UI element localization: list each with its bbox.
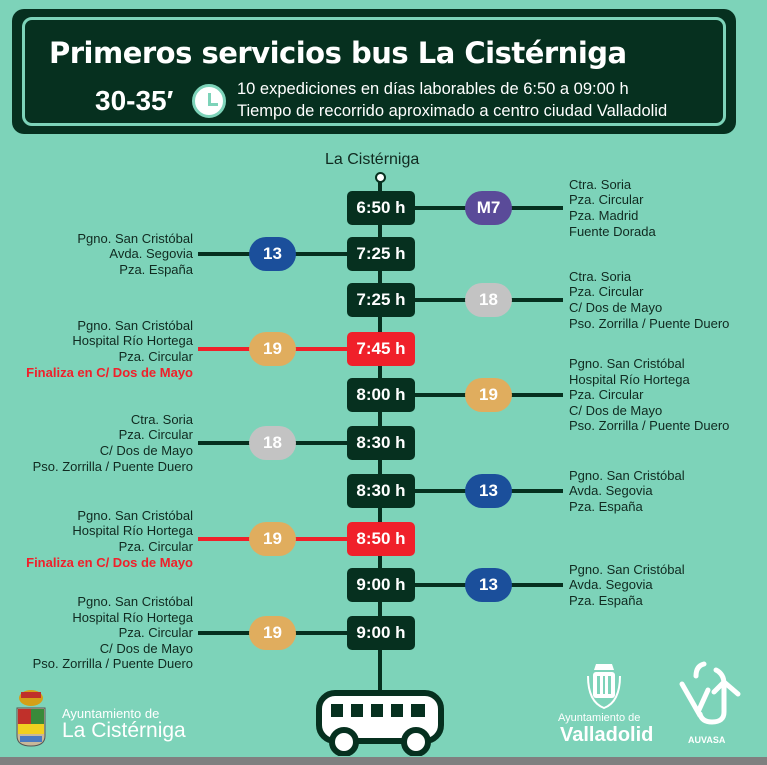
departure-time: 7:25 h — [347, 237, 415, 271]
stop-name: Avda. Segovia — [109, 246, 193, 262]
stop-name: Pso. Zorrilla / Puente Duero — [569, 418, 730, 434]
bus-line-badge: 19 — [249, 522, 296, 556]
stop-name: Pza. Circular — [118, 538, 193, 554]
stop-name: Pza. España — [119, 261, 193, 277]
stop-name: Fuente Dorada — [569, 223, 656, 239]
trip-duration: 30-35′ — [95, 85, 174, 116]
cisterniga-logo-big: La Cistérniga — [62, 719, 186, 742]
departure-time: 7:45 h — [347, 332, 415, 366]
cisterniga-logo-small: Ayuntamiento de — [62, 706, 160, 721]
stop-name: Pso. Zorrilla / Puente Duero — [32, 656, 193, 672]
stop-name: C/ Dos de Mayo — [569, 299, 663, 315]
stop-name: Pza. Circular — [118, 348, 193, 364]
stop-name: Pza. Circular — [569, 192, 644, 208]
route-end-note: Finaliza en C/ Dos de Mayo — [26, 364, 193, 380]
departure-time: 7:25 h — [347, 283, 415, 317]
bus-line-badge: 19 — [465, 378, 512, 412]
bus-icon — [316, 690, 444, 756]
bottom-bar — [0, 757, 767, 765]
origin-dot — [375, 172, 386, 183]
route-end-note: Finaliza en C/ Dos de Mayo — [26, 554, 193, 570]
info-line-2: Tiempo de recorrido aproximado a centro … — [237, 102, 668, 120]
bus-line-badge: 13 — [465, 568, 512, 602]
stop-name: Pza. Circular — [569, 387, 644, 403]
stop-name: Ctra. Soria — [569, 268, 632, 284]
stop-name: Hospital Río Hortega — [72, 333, 193, 349]
departure-time: 9:00 h — [347, 616, 415, 650]
page-title: Primeros servicios bus La Cistérniga — [49, 36, 627, 70]
departure-time: 8:50 h — [347, 522, 415, 556]
stop-name: C/ Dos de Mayo — [569, 402, 663, 418]
stop-name: Pza. España — [569, 592, 643, 608]
stop-name: Pza. Circular — [569, 284, 644, 300]
stop-name: Pza. Madrid — [569, 207, 639, 223]
info-line-1: 10 expediciones en días laborables de 6:… — [237, 80, 629, 98]
stop-name: C/ Dos de Mayo — [99, 442, 193, 458]
stop-name: Pza. Circular — [118, 427, 193, 443]
departure-time: 8:30 h — [347, 474, 415, 508]
departure-time: 6:50 h — [347, 191, 415, 225]
stop-name: Ctra. Soria — [569, 176, 632, 192]
stop-name: Avda. Segovia — [569, 483, 653, 499]
stop-name: Hospital Río Hortega — [72, 523, 193, 539]
valladolid-logo-small: Ayuntamiento de — [558, 712, 641, 724]
la-cisterniga-coat-of-arms — [16, 690, 46, 747]
valladolid-logo-big: Valladolid — [560, 724, 654, 746]
bus-line-badge: M7 — [465, 191, 512, 225]
header-banner: Primeros servicios bus La Cistérniga 30-… — [12, 9, 736, 134]
stop-name: Pso. Zorrilla / Puente Duero — [569, 315, 730, 331]
departure-time: 8:00 h — [347, 378, 415, 412]
stop-name: Pgno. San Cristóbal — [77, 230, 193, 246]
stop-name: Pso. Zorrilla / Puente Duero — [32, 458, 193, 474]
bus-line-badge: 19 — [249, 616, 296, 650]
stop-name: Pgno. San Cristóbal — [77, 507, 193, 523]
stop-name: Pgno. San Cristóbal — [569, 356, 685, 371]
auvasa-logo-icon — [679, 661, 741, 725]
stop-name: Hospital Río Hortega — [72, 609, 193, 625]
stop-name: Pgno. San Cristóbal — [77, 317, 193, 333]
valladolid-coat-of-arms — [587, 664, 621, 710]
departure-time: 9:00 h — [347, 568, 415, 602]
bus-line-badge: 13 — [249, 237, 296, 271]
stop-name: Pza. Circular — [118, 625, 193, 641]
header-border: Primeros servicios bus La Cistérniga 30-… — [22, 17, 726, 126]
clock-icon — [192, 84, 226, 118]
stop-name: Pgno. San Cristóbal — [569, 561, 685, 577]
stop-name: Avda. Segovia — [569, 577, 653, 593]
departure-time: 8:30 h — [347, 426, 415, 460]
stop-name: Ctra. Soria — [130, 411, 193, 427]
bus-line-badge: 13 — [465, 474, 512, 508]
stop-name: Hospital Río Hortega — [569, 371, 690, 387]
bus-line-badge: 18 — [465, 283, 512, 317]
stop-name: Pgno. San Cristóbal — [77, 594, 193, 609]
bus-line-badge: 18 — [249, 426, 296, 460]
auvasa-logo-text: AUVASA — [688, 735, 726, 745]
stop-name: Pgno. San Cristóbal — [569, 467, 685, 483]
stop-name: Pza. España — [569, 498, 643, 514]
origin-label: La Cistérniga — [325, 151, 420, 168]
bus-line-badge: 19 — [249, 332, 296, 366]
stop-name: C/ Dos de Mayo — [99, 640, 193, 656]
